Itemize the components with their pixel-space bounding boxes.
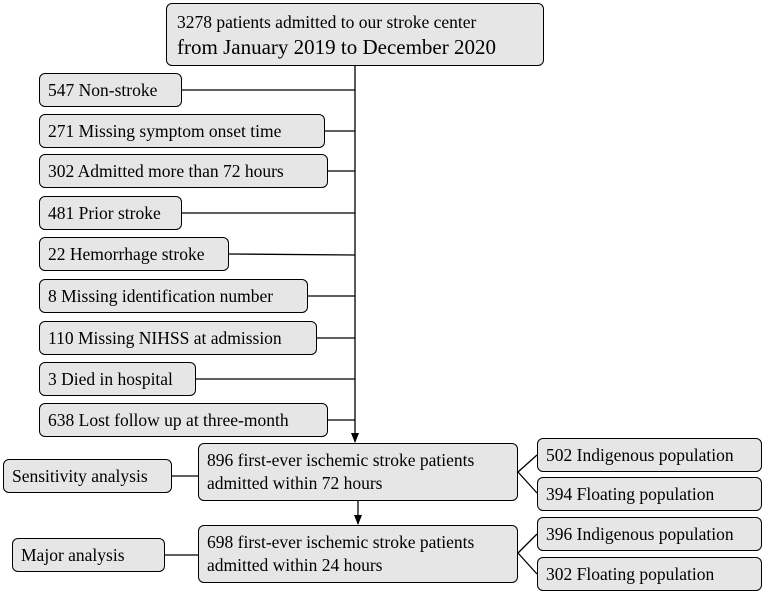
sensitivity-analysis-text: Sensitivity analysis bbox=[12, 465, 148, 486]
cohort-24h-line2: admitted within 24 hours bbox=[207, 555, 383, 575]
cohort-24h-box: 698 first-ever ischemic stroke patients … bbox=[198, 525, 518, 583]
exclusion-box: 22 Hemorrhage stroke bbox=[39, 237, 229, 271]
branch-label: 394 Floating population bbox=[546, 483, 715, 504]
branch-connector bbox=[517, 552, 538, 575]
branch-box: 396 Indigenous population bbox=[537, 517, 762, 551]
branch-label: 302 Floating population bbox=[546, 563, 715, 584]
exclusion-label: 481 Prior stroke bbox=[48, 202, 161, 223]
branch-box: 394 Floating population bbox=[537, 477, 762, 511]
cohort-72h-line2: admitted within 72 hours bbox=[207, 473, 383, 493]
cohort-24h-line1: 698 first-ever ischemic stroke patients bbox=[207, 532, 475, 552]
major-analysis-text: Major analysis bbox=[21, 544, 125, 565]
exclusion-box: 302 Admitted more than 72 hours bbox=[39, 154, 328, 188]
total-patients-line2: from January 2019 to December 2020 bbox=[177, 34, 496, 59]
branch-label: 396 Indigenous population bbox=[546, 523, 734, 544]
exclusion-label: 302 Admitted more than 72 hours bbox=[48, 160, 284, 181]
branch-label: 502 Indigenous population bbox=[546, 444, 734, 465]
exclusion-box: 8 Missing identification number bbox=[39, 279, 308, 313]
branch-connector bbox=[517, 471, 538, 494]
exclusion-box: 110 Missing NIHSS at admission bbox=[39, 321, 317, 355]
total-patients-box: 3278 patients admitted to our stroke cen… bbox=[166, 3, 544, 66]
cohort-72h-box: 896 first-ever ischemic stroke patients … bbox=[198, 443, 518, 501]
exclusion-label: 110 Missing NIHSS at admission bbox=[48, 327, 282, 348]
total-patients-line1: 3278 patients admitted to our stroke cen… bbox=[177, 11, 477, 32]
branch-connector bbox=[517, 454, 538, 473]
branch-box: 302 Floating population bbox=[537, 557, 762, 591]
exclusion-box: 3 Died in hospital bbox=[39, 362, 196, 396]
exclusion-connector bbox=[228, 253, 356, 256]
exclusion-label: 547 Non-stroke bbox=[48, 79, 158, 100]
major-analysis-label: Major analysis bbox=[12, 538, 165, 572]
exclusion-box: 638 Lost follow up at three-month bbox=[39, 403, 328, 437]
exclusion-label: 8 Missing identification number bbox=[48, 285, 274, 306]
cohort-72h-line1: 896 first-ever ischemic stroke patients bbox=[207, 450, 475, 470]
exclusion-label: 271 Missing symptom onset time bbox=[48, 120, 282, 141]
exclusion-label: 3 Died in hospital bbox=[48, 368, 173, 389]
branch-box: 502 Indigenous population bbox=[537, 438, 762, 472]
exclusion-label: 638 Lost follow up at three-month bbox=[48, 409, 289, 430]
exclusion-label: 22 Hemorrhage stroke bbox=[48, 243, 205, 264]
branch-connector bbox=[517, 533, 538, 554]
exclusion-box: 481 Prior stroke bbox=[39, 196, 182, 230]
exclusion-box: 547 Non-stroke bbox=[39, 73, 182, 107]
exclusion-box: 271 Missing symptom onset time bbox=[39, 114, 325, 148]
sensitivity-analysis-label: Sensitivity analysis bbox=[3, 459, 172, 493]
